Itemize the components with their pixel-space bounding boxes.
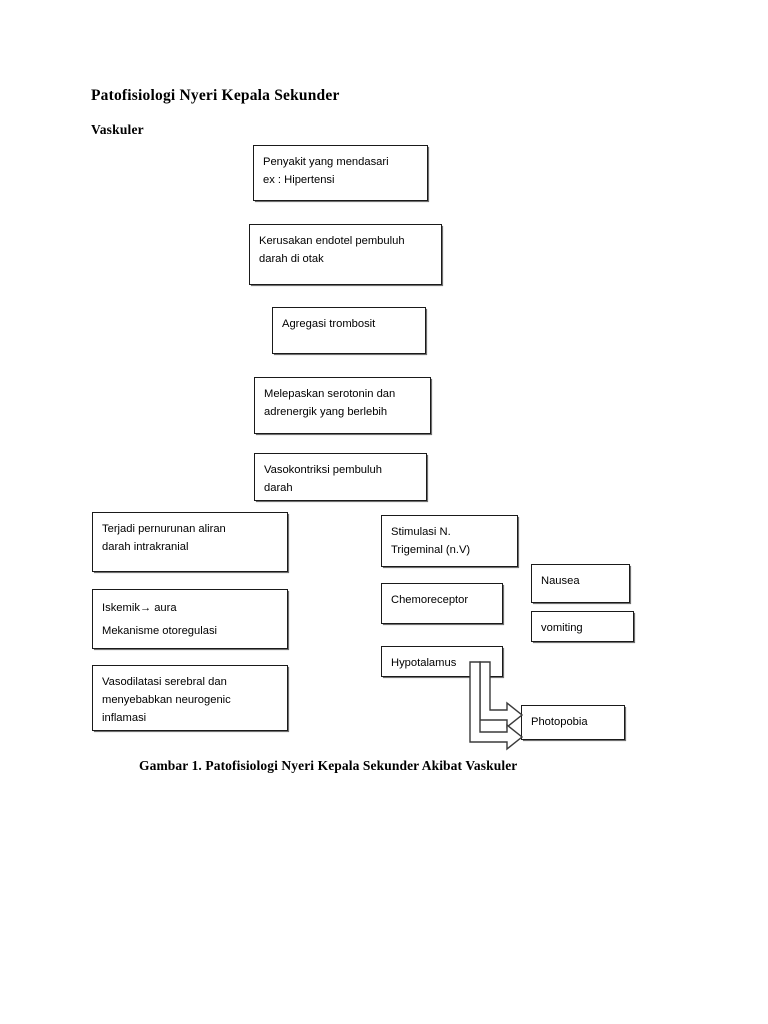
flow-node-vasokontriksi-pembuluh: Vasokontriksi pembuluh darah [254, 453, 427, 501]
node-line: Vasodilatasi serebral dan [102, 676, 227, 688]
node-line: Terjadi pernurunan aliran [102, 523, 226, 535]
flow-node-melepaskan-serotonin: Melepaskan serotonin dan adrenergik yang… [254, 377, 431, 434]
node-line: darah di otak [259, 253, 324, 266]
connector-hypotalamus-to-photopobia [466, 661, 538, 751]
node-line: menyebabkan neurogenic [102, 694, 231, 707]
figure-caption: Gambar 1. Patofisiologi Nyeri Kepala Sek… [139, 758, 518, 773]
node-line: darah [264, 482, 293, 495]
flow-node-nausea: Nausea [531, 564, 630, 603]
flow-node-chemoreceptor: Chemoreceptor [381, 583, 503, 624]
flow-node-stimulasi-trigeminal: Stimulasi N. Trigeminal (n.V) [381, 515, 518, 567]
section-label-vaskuler: Vaskuler [91, 122, 144, 137]
flow-node-photopobia: Photopobia [521, 705, 625, 740]
node-line: vomiting [541, 622, 583, 634]
flow-node-penyakit-mendasari: Penyakit yang mendasari ex : Hipertensi [253, 145, 428, 201]
page-title: Patofisiologi Nyeri Kepala Sekunder [91, 87, 340, 104]
node-line: Chemoreceptor [391, 594, 469, 606]
node-line: Iskemik→ aura [102, 602, 177, 614]
node-line: Hypotalamus [391, 657, 457, 669]
node-line: Kerusakan endotel pembuluh [259, 235, 405, 247]
node-line: Trigeminal (n.V) [391, 544, 471, 557]
node-line: darah intrakranial [102, 541, 189, 554]
node-line: Mekanisme otoregulasi [102, 624, 218, 637]
node-line: ex : Hipertensi [263, 174, 335, 187]
node-line: Photopobia [531, 716, 588, 728]
node-line: Agregasi trombosit [282, 318, 376, 330]
node-line: Melepaskan serotonin dan [264, 388, 396, 400]
flow-node-vasodilatasi-serebral: Vasodilatasi serebral dan menyebabkan ne… [92, 665, 288, 731]
flow-node-kerusakan-endotel: Kerusakan endotel pembuluh darah di otak [249, 224, 442, 285]
node-line: Nausea [541, 575, 580, 587]
block-arrow-icon [469, 661, 524, 751]
flow-node-iskemik-aura: Iskemik→ aura Mekanisme otoregulasi [92, 589, 288, 649]
node-line: Stimulasi N. [391, 526, 451, 538]
flow-node-agregasi-trombosit: Agregasi trombosit [272, 307, 426, 354]
node-line: adrenergik yang berlebih [264, 406, 388, 419]
flow-node-penurunan-aliran-darah: Terjadi pernurunan aliran darah intrakra… [92, 512, 288, 572]
block-arrow-upper-path [479, 661, 524, 729]
node-line: Vasokontriksi pembuluh [264, 464, 382, 476]
node-line: inflamasi [102, 712, 147, 725]
block-arrow-lower-path [469, 661, 524, 751]
flow-node-vomiting: vomiting [531, 611, 634, 642]
node-line: Penyakit yang mendasari [263, 156, 389, 168]
